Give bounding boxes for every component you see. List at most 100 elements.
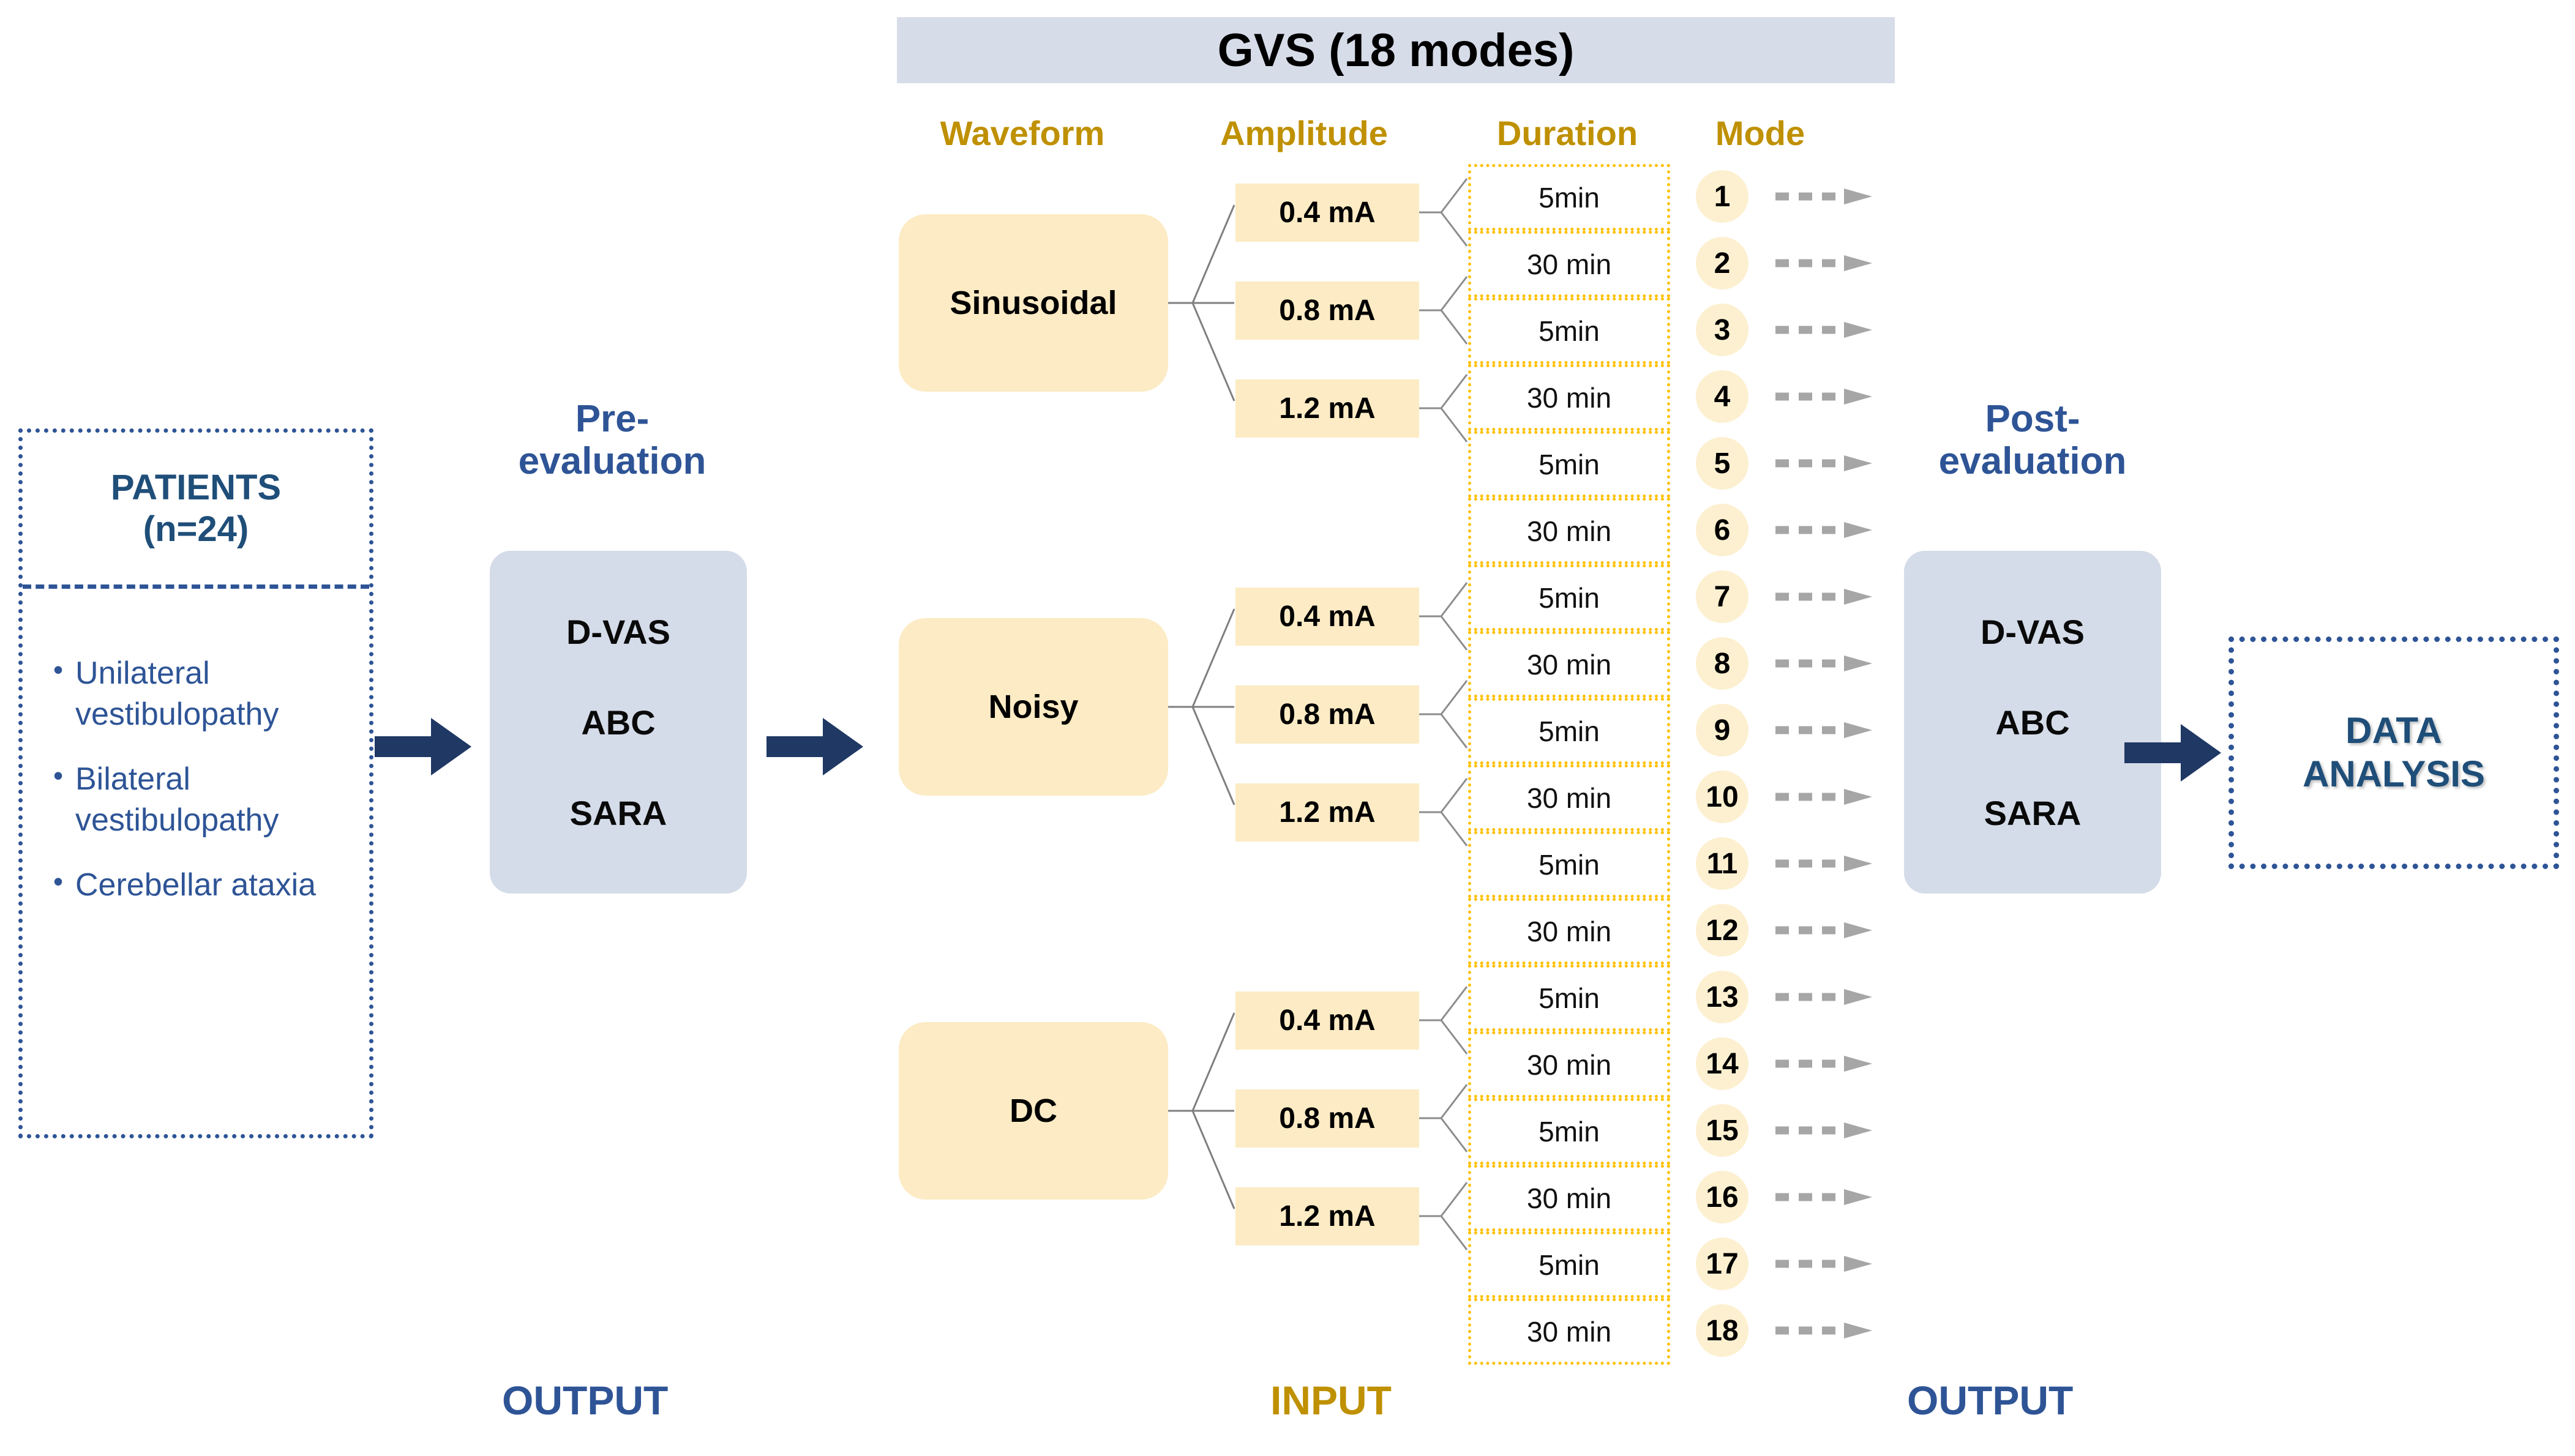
connector-amp-to-durations xyxy=(1419,986,1468,1055)
mode-chip-8: 8 xyxy=(1696,637,1749,690)
waveform-box-sinusoidal: Sinusoidal xyxy=(899,214,1168,392)
duration-box-17: 5min xyxy=(1468,1231,1670,1298)
mode-chip-14: 14 xyxy=(1696,1037,1749,1090)
data-analysis-line2: ANALYSIS xyxy=(2303,753,2485,794)
dashed-arrow-mode-7 xyxy=(1775,589,1872,605)
patients-title-line2: (n=24) xyxy=(143,509,249,549)
mode-chip-15: 15 xyxy=(1696,1104,1749,1157)
amplitude-box-sin-0.8: 0.8 mA xyxy=(1235,282,1419,340)
dashed-arrow-mode-15 xyxy=(1775,1122,1872,1138)
mode-chip-4: 4 xyxy=(1696,370,1749,423)
mode-chip-17: 17 xyxy=(1696,1238,1749,1290)
pre-evaluation-measure-sara: SARA xyxy=(569,793,667,832)
duration-box-16: 30 min xyxy=(1468,1165,1670,1231)
list-item: Cerebellar ataxia xyxy=(51,864,348,906)
amplitude-box-noisy-0.8: 0.8 mA xyxy=(1235,685,1419,744)
duration-box-15: 5min xyxy=(1468,1098,1670,1165)
dashed-arrow-mode-1 xyxy=(1775,189,1872,204)
amplitude-box-dc-0.8: 0.8 mA xyxy=(1235,1089,1419,1148)
post-evaluation-title-line1: Post- xyxy=(1985,398,2080,440)
duration-box-8: 30 min xyxy=(1468,631,1670,698)
connector-amp-to-durations xyxy=(1419,178,1468,247)
column-header-mode: Mode xyxy=(1715,114,1805,152)
dashed-arrow-mode-13 xyxy=(1775,989,1872,1005)
amplitude-box-noisy-1.2: 1.2 mA xyxy=(1235,783,1419,842)
dashed-arrow-mode-2 xyxy=(1775,255,1872,271)
connector-amp-to-durations xyxy=(1419,374,1468,442)
waveform-box-dc: DC xyxy=(899,1022,1168,1200)
connector-dc-to-amplitudes xyxy=(1168,1012,1235,1209)
arrow-pre-evaluation-to-gvs xyxy=(767,718,863,775)
patients-title-line1: PATIENTS xyxy=(110,467,282,507)
post-evaluation-box: D-VAS ABC SARA xyxy=(1904,551,2161,894)
data-analysis-box: DATA ANALYSIS xyxy=(2228,637,2559,869)
connector-amp-to-durations xyxy=(1419,680,1468,749)
dashed-arrow-mode-14 xyxy=(1775,1056,1872,1072)
dashed-arrow-mode-10 xyxy=(1775,789,1872,805)
mode-chip-11: 11 xyxy=(1696,837,1749,890)
dashed-arrow-mode-18 xyxy=(1775,1323,1872,1338)
footer-label-left-output: OUTPUT xyxy=(502,1378,669,1423)
pre-evaluation-measure-dvas: D-VAS xyxy=(566,612,671,651)
connector-amp-to-durations xyxy=(1419,1084,1468,1152)
column-header-waveform: Waveform xyxy=(940,114,1105,152)
dashed-arrow-mode-4 xyxy=(1775,389,1872,405)
mode-chip-10: 10 xyxy=(1696,771,1749,823)
footer-label-center-input: INPUT xyxy=(1270,1378,1392,1423)
connector-noisy-to-amplitudes xyxy=(1168,608,1235,805)
pre-evaluation-title-line2: evaluation xyxy=(518,440,707,483)
dashed-arrow-mode-11 xyxy=(1775,856,1872,872)
duration-box-4: 30 min xyxy=(1468,364,1670,431)
post-evaluation-measure-sara: SARA xyxy=(1984,793,2082,832)
duration-box-2: 30 min xyxy=(1468,231,1670,297)
duration-box-3: 5min xyxy=(1468,297,1670,364)
connector-amp-to-durations xyxy=(1419,582,1468,651)
column-header-amplitude: Amplitude xyxy=(1220,114,1388,152)
mode-chip-12: 12 xyxy=(1696,904,1749,957)
post-evaluation-measure-dvas: D-VAS xyxy=(1980,612,2085,651)
arrow-patients-to-pre-evaluation xyxy=(375,718,471,775)
amplitude-box-dc-1.2: 1.2 mA xyxy=(1235,1187,1419,1245)
mode-chip-9: 9 xyxy=(1696,704,1749,756)
patients-title: PATIENTS (n=24) xyxy=(23,433,369,589)
pre-evaluation-measure-abc: ABC xyxy=(581,703,656,742)
mode-chip-16: 16 xyxy=(1696,1171,1749,1223)
list-item: Bilateral vestibulopathy xyxy=(51,758,348,840)
amplitude-box-sin-0.4: 0.4 mA xyxy=(1235,184,1419,242)
mode-chip-13: 13 xyxy=(1696,971,1749,1023)
mode-chip-7: 7 xyxy=(1696,570,1749,623)
mode-chip-18: 18 xyxy=(1696,1304,1749,1357)
connector-amp-to-durations xyxy=(1419,1182,1468,1250)
amplitude-box-dc-0.4: 0.4 mA xyxy=(1235,991,1419,1050)
column-header-duration: Duration xyxy=(1496,114,1638,152)
mode-chip-1: 1 xyxy=(1696,170,1749,223)
dashed-arrow-mode-9 xyxy=(1775,722,1872,738)
footer-label-right-output: OUTPUT xyxy=(1907,1378,2074,1423)
duration-box-1: 5min xyxy=(1468,164,1670,231)
mode-chip-6: 6 xyxy=(1696,504,1749,556)
dashed-arrow-mode-17 xyxy=(1775,1256,1872,1272)
duration-box-10: 30 min xyxy=(1468,764,1670,831)
duration-box-5: 5min xyxy=(1468,431,1670,498)
connector-amp-to-durations xyxy=(1419,276,1468,345)
dashed-arrow-mode-16 xyxy=(1775,1189,1872,1205)
duration-box-9: 5min xyxy=(1468,698,1670,764)
dashed-arrow-mode-8 xyxy=(1775,655,1872,671)
duration-box-12: 30 min xyxy=(1468,898,1670,965)
duration-box-14: 30 min xyxy=(1468,1031,1670,1098)
patients-card: PATIENTS (n=24) Unilateral vestibulopath… xyxy=(18,428,373,1138)
dashed-arrow-mode-3 xyxy=(1775,322,1872,338)
dashed-arrow-mode-12 xyxy=(1775,922,1872,938)
post-evaluation-measure-abc: ABC xyxy=(1995,703,2070,742)
gvs-header-label: GVS (18 modes) xyxy=(1217,24,1575,77)
connector-sinusoidal-to-amplitudes xyxy=(1168,204,1235,401)
waveform-box-noisy: Noisy xyxy=(899,618,1168,796)
arrow-post-evaluation-to-data-analysis xyxy=(2124,724,2221,782)
gvs-header: GVS (18 modes) xyxy=(897,17,1895,83)
pre-evaluation-box: D-VAS ABC SARA xyxy=(490,551,747,894)
duration-box-6: 30 min xyxy=(1468,498,1670,564)
amplitude-box-sin-1.2: 1.2 mA xyxy=(1235,379,1419,438)
mode-chip-3: 3 xyxy=(1696,304,1749,356)
duration-box-11: 5min xyxy=(1468,831,1670,898)
list-item: Unilateral vestibulopathy xyxy=(51,652,348,734)
